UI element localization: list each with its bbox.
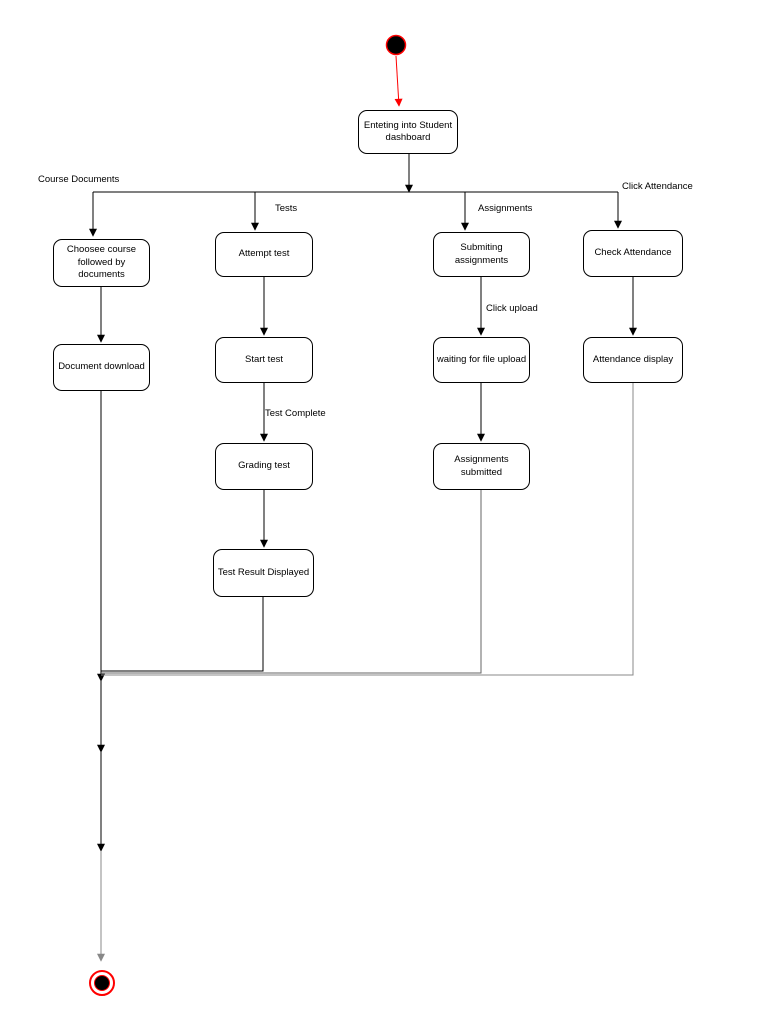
node-start-test[interactable]: Start test	[215, 337, 313, 383]
end-node-ring	[89, 970, 115, 996]
edge-result-to-merge	[97, 597, 264, 682]
node-document-download[interactable]: Document download	[53, 344, 150, 391]
node-entering-dashboard[interactable]: Enteting into Student dashboard	[358, 110, 458, 154]
node-attendance-display[interactable]: Attendance display	[583, 337, 683, 383]
edge-label-click-upload: Click upload	[486, 303, 538, 314]
node-submitting-assignments[interactable]: Submiting assignments	[433, 232, 530, 277]
end-node[interactable]	[94, 975, 110, 991]
node-choose-course[interactable]: Choosee course followed by documents	[53, 239, 150, 287]
node-check-attendance[interactable]: Check Attendance	[583, 230, 683, 277]
node-assignments-submitted[interactable]: Assignments submitted	[433, 443, 530, 490]
node-grading-test[interactable]: Grading test	[215, 443, 313, 490]
edge-label-click-attendance: Click Attendance	[622, 181, 693, 192]
edge-display-to-merge	[101, 383, 634, 676]
node-test-result-displayed[interactable]: Test Result Displayed	[213, 549, 314, 597]
edge-label-tests: Tests	[275, 203, 298, 214]
edge-start-to-dashboard	[394, 55, 403, 107]
node-attempt-test[interactable]: Attempt test	[215, 232, 313, 277]
edge-label-test-complete: Test Complete	[265, 408, 326, 419]
edge-submitted-to-merge	[101, 490, 482, 674]
edge-label-course-documents: Course Documents	[38, 174, 120, 185]
start-node[interactable]	[385, 34, 407, 56]
node-waiting-file-upload[interactable]: waiting for file upload	[433, 337, 530, 383]
edge-label-assignments: Assignments	[478, 203, 533, 214]
